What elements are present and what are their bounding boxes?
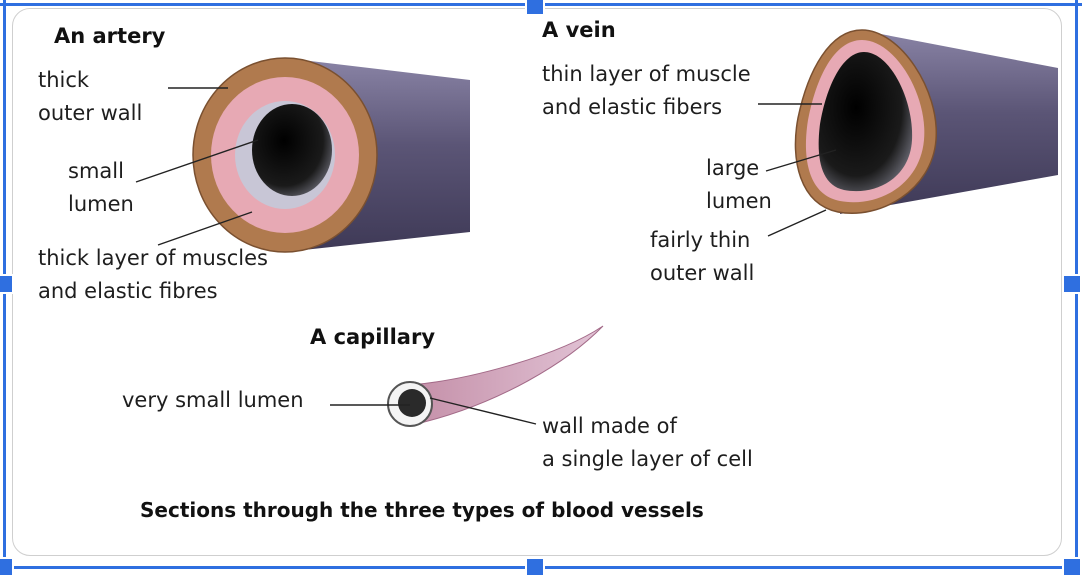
vein-outer-wall-label-line-1: fairly thin <box>650 228 751 252</box>
artery-lumen <box>252 104 332 196</box>
leader-vein-lumen <box>765 149 837 172</box>
artery-muscle-label-line-1: thick layer of muscles <box>38 246 268 270</box>
vein-lumen-label: large lumen <box>706 152 772 218</box>
capillary-lumen-label: very small lumen <box>122 388 304 412</box>
capillary-wall-label: wall made of a single layer of cell <box>542 410 753 476</box>
artery-outer-wall-label: thick outer wall <box>38 64 142 130</box>
capillary-wall-label-line-2: a single layer of cell <box>542 447 753 471</box>
vein-lumen <box>818 52 913 192</box>
artery-muscle-label-line-2: and elastic fibres <box>38 279 218 303</box>
artery-lumen-label-line-1: small <box>68 159 124 183</box>
capillary-title: A capillary <box>310 325 436 349</box>
artery-outer-wall-label-line-1: thick <box>38 68 90 92</box>
vein-lumen-label-line-2: lumen <box>706 189 772 213</box>
artery-title: An artery <box>54 24 166 48</box>
artery-figure <box>192 57 470 253</box>
vein-figure <box>794 29 1058 214</box>
resize-handle-left[interactable] <box>0 274 14 294</box>
artery-outer-wall-label-line-2: outer wall <box>38 101 143 125</box>
leader-capillary-wall <box>429 397 537 425</box>
vein-muscle-label-line-1: thin layer of muscle <box>542 62 751 86</box>
capillary-wall-label-line-1: wall made of <box>542 414 677 438</box>
resize-handle-bottom-left[interactable] <box>0 557 14 577</box>
vein-title: A vein <box>542 18 616 42</box>
resize-handle-top[interactable] <box>525 0 545 16</box>
leader-artery-muscle <box>157 211 253 246</box>
vein-outer-wall-label-line-2: outer wall <box>650 261 755 285</box>
artery-lumen-label-line-2: lumen <box>68 192 134 216</box>
artery-muscle-label: thick layer of muscles and elastic fibre… <box>38 242 268 308</box>
capillary-figure <box>387 325 604 427</box>
leader-vein-outer-wall <box>767 209 827 237</box>
resize-handle-bottom-right[interactable] <box>1062 557 1082 577</box>
resize-handle-bottom[interactable] <box>525 557 545 577</box>
vein-muscle-label: thin layer of muscle and elastic fibers <box>542 58 751 124</box>
artery-lumen-label: small lumen <box>68 155 134 221</box>
capillary-body <box>409 325 604 426</box>
diagram-caption: Sections through the three types of bloo… <box>140 498 704 522</box>
vein-lumen-label-line-1: large <box>706 156 760 180</box>
vein-outer-wall-label: fairly thin outer wall <box>650 224 754 290</box>
vein-muscle-label-line-2: and elastic fibers <box>542 95 723 119</box>
capillary-lumen <box>398 389 426 417</box>
resize-handle-right[interactable] <box>1062 274 1082 294</box>
leader-artery-lumen <box>135 139 259 183</box>
